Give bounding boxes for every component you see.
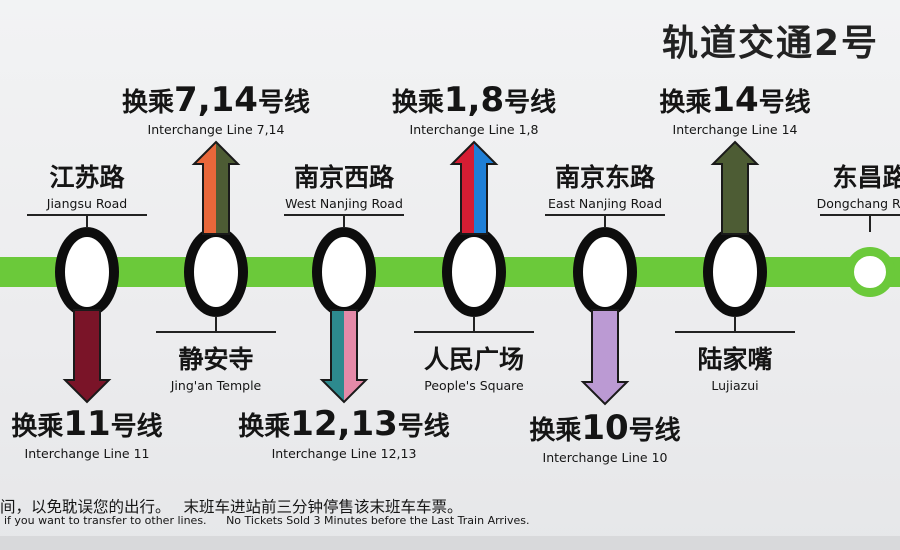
interchange-label-zh: 换乘14号线: [659, 80, 810, 120]
transfer-arrow-down-4: [580, 309, 630, 406]
station-name-zh: 陆家嘴: [697, 345, 773, 374]
station-label-connector: [343, 214, 345, 228]
footer-en-left: if you want to transfer to other lines.: [4, 514, 207, 527]
station-name-zh: 南京西路: [293, 163, 395, 192]
footer-notice-zh: 间，以免耽误您的出行。 末班车进站前三分钟停售该末班车车票。: [0, 495, 462, 517]
interchange-label-zh: 换乘7,14号线: [122, 80, 310, 120]
station-name-zh: 江苏路: [49, 163, 125, 192]
interchange-station-marker: [184, 227, 248, 317]
interchange-label-num: 1,8: [443, 80, 505, 120]
station-label-underline: [156, 331, 276, 333]
interchange-label-num: 10: [581, 408, 629, 448]
interchange-label-en: Interchange Line 10: [542, 450, 668, 465]
interchange-label-suf: 号线: [110, 412, 163, 442]
station-label-connector: [215, 316, 217, 332]
interchange-label-zh: 换乘1,8号线: [392, 80, 556, 120]
interchange-label-num: 14: [711, 80, 759, 120]
interchange-label-en: Interchange Line 12,13: [271, 446, 417, 461]
station-name-en: Dongchang Road: [816, 196, 900, 211]
transfer-arrow-up-5: [710, 140, 760, 235]
interchange-label-en: Interchange Line 11: [24, 446, 150, 461]
interchange-label-num: 11: [63, 404, 111, 444]
station-label-connector: [86, 214, 88, 228]
interchange-station-marker: [573, 227, 637, 317]
interchange-station-marker: [703, 227, 767, 317]
line-title: 轨道交通2号: [662, 23, 880, 64]
station-name-zh: 东昌路: [832, 163, 900, 192]
station-name-en: Jiangsu Road: [46, 196, 128, 211]
station-name-en: West Nanjing Road: [285, 196, 403, 211]
interchange-label-pre: 换乘: [391, 88, 444, 118]
footer-notice-en: if you want to transfer to other lines. …: [4, 514, 530, 527]
interchange-label-zh: 换乘12,13号线: [238, 404, 450, 444]
interchange-label-zh: 换乘11号线: [11, 404, 162, 444]
station-name-en: People's Square: [424, 378, 524, 393]
terminal-station-marker: [845, 247, 895, 297]
interchange-label-pre: 换乘: [238, 412, 291, 442]
sign-bottom-edge: [0, 536, 900, 550]
interchange-label-pre: 换乘: [659, 88, 712, 118]
station-label-connector: [473, 316, 475, 332]
interchange-label-suf: 号线: [397, 412, 450, 442]
interchange-label-pre: 换乘: [529, 416, 582, 446]
interchange-station-marker: [312, 227, 376, 317]
station-label-connector: [869, 214, 871, 232]
station-label-connector: [734, 316, 736, 332]
interchange-label-suf: 号线: [504, 88, 557, 118]
station-name-en: Lujiazui: [711, 378, 759, 393]
footer-en-right: No Tickets Sold 3 Minutes before the Las…: [226, 514, 530, 527]
interchange-label-en: Interchange Line 14: [672, 122, 798, 137]
station-label-underline: [414, 331, 534, 333]
footer-zh-right: 末班车进站前三分钟停售该末班车车票。: [183, 498, 463, 516]
transfer-arrow-down-2: [319, 309, 369, 404]
interchange-label-num: 12,13: [290, 404, 398, 444]
interchange-station-marker: [442, 227, 506, 317]
station-label-underline: [675, 331, 795, 333]
interchange-label-en: Interchange Line 1,8: [409, 122, 539, 137]
interchange-label-pre: 换乘: [11, 412, 64, 442]
station-label-underline: [820, 214, 900, 216]
station-label-connector: [604, 214, 606, 228]
transfer-arrow-up-1: [191, 140, 241, 235]
footer-zh-left: 间，以免耽误您的出行。: [0, 498, 171, 516]
interchange-station-marker: [55, 227, 119, 317]
interchange-label-zh: 换乘10号线: [529, 408, 680, 448]
interchange-label-en: Interchange Line 7,14: [147, 122, 285, 137]
interchange-label-suf: 号线: [257, 88, 310, 118]
station-name-zh: 静安寺: [178, 345, 254, 374]
station-name-en: Jing'an Temple: [170, 378, 262, 393]
interchange-label-suf: 号线: [758, 88, 811, 118]
interchange-label-num: 7,14: [174, 80, 258, 120]
station-name-zh: 南京东路: [554, 163, 656, 192]
interchange-label-suf: 号线: [628, 416, 681, 446]
station-name-zh: 人民广场: [423, 345, 525, 374]
transfer-arrow-up-3: [449, 140, 499, 235]
interchange-label-pre: 换乘: [122, 88, 175, 118]
station-name-en: East Nanjing Road: [547, 196, 663, 211]
transfer-arrow-down-0: [62, 309, 112, 404]
